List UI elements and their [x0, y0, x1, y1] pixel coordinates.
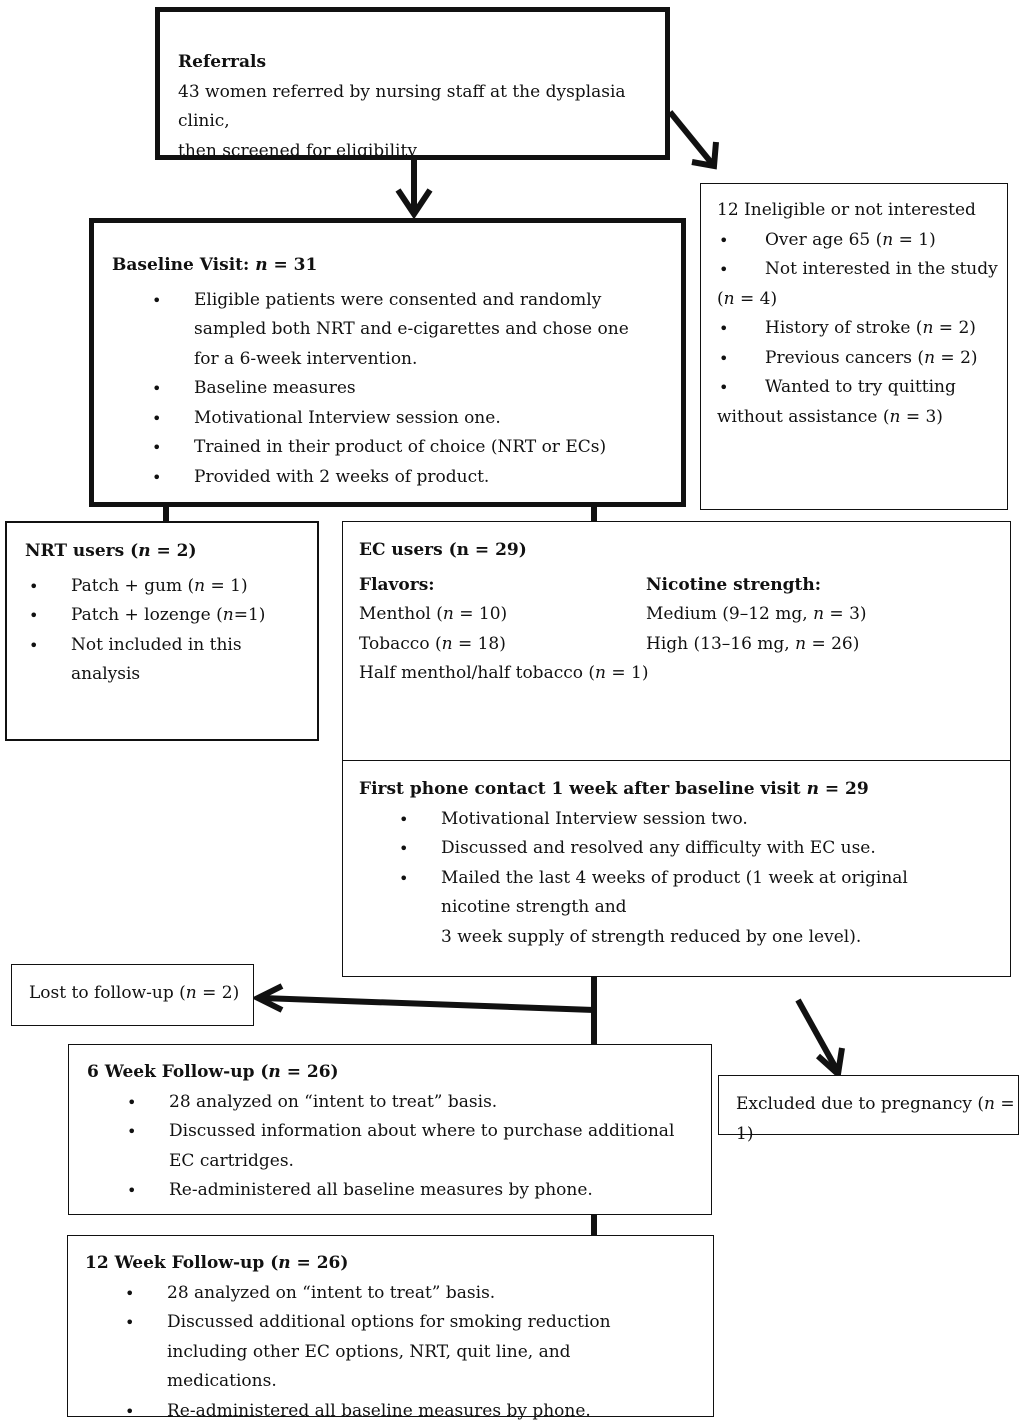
- referrals-title: Referrals: [178, 48, 665, 78]
- ineligible-wrap-line: (n = 4): [717, 285, 999, 315]
- ec-flavor: Tobacco (n = 18): [359, 630, 646, 660]
- followup-item: Discussed additional options for smoking…: [85, 1308, 683, 1397]
- ineligible-item: Not interested in the study: [717, 255, 999, 285]
- followup-12week-list: 28 analyzed on “intent to treat” basis. …: [85, 1279, 683, 1426]
- ineligible-list-2: History of stroke (n = 2) Previous cance…: [717, 314, 999, 403]
- ec-strength-heading: Nicotine strength:: [646, 571, 867, 601]
- ineligible-item: Wanted to try quitting: [717, 373, 999, 403]
- ineligible-item: History of stroke (n = 2): [717, 314, 999, 344]
- ec-strength: Medium (9–12 mg, n = 3): [646, 600, 867, 630]
- followup-item: 28 analyzed on “intent to treat” basis.: [87, 1088, 681, 1118]
- ineligible-list: Over age 65 (n = 1) Not interested in th…: [717, 226, 999, 285]
- baseline-box: Baseline Visit: n = 31 Eligible patients…: [89, 218, 686, 507]
- ec-flavors-heading: Flavors:: [359, 571, 646, 601]
- ec-flavors-column: Flavors: Menthol (n = 10) Tobacco (n = 1…: [359, 571, 646, 689]
- excluded-box: Excluded due to pregnancy (n = 1): [718, 1075, 1019, 1135]
- baseline-item: Provided with 2 weeks of product.: [112, 463, 651, 493]
- ec-flavor: Half menthol/half tobacco (n = 1): [359, 659, 646, 689]
- followup-12week-box: 12 Week Follow-up (n = 26) 28 analyzed o…: [67, 1235, 714, 1417]
- baseline-item: Baseline measures: [112, 374, 651, 404]
- baseline-title: Baseline Visit: n = 31: [112, 251, 651, 281]
- referrals-line-1: 43 women referred by nursing staff at th…: [178, 78, 665, 137]
- nrt-item: Patch + lozenge (n=1): [25, 601, 311, 631]
- phone-item: Mailed the last 4 weeks of product (1 we…: [359, 864, 954, 923]
- referrals-line-2: then screened for eligibility: [178, 137, 665, 167]
- connector-lost: [262, 998, 594, 1010]
- followup-12week-title: 12 Week Follow-up (n = 26): [85, 1249, 683, 1279]
- nrt-item: Patch + gum (n = 1): [25, 572, 311, 602]
- followup-item: 28 analyzed on “intent to treat” basis.: [85, 1279, 683, 1309]
- phone-continuation: 3 week supply of strength reduced by one…: [359, 923, 954, 953]
- ineligible-item: Over age 65 (n = 1): [717, 226, 999, 256]
- baseline-item: Eligible patients were consented and ran…: [112, 286, 651, 375]
- ec-strength: High (13–16 mg, n = 26): [646, 630, 867, 660]
- ec-box: EC users (n = 29) Flavors: Menthol (n = …: [342, 521, 1011, 762]
- baseline-item: Trained in their product of choice (NRT …: [112, 433, 651, 463]
- nrt-item: Not included in this analysis: [25, 631, 311, 690]
- followup-item: Discussed information about where to pur…: [87, 1117, 681, 1176]
- nrt-title: NRT users (n = 2): [25, 537, 311, 567]
- baseline-item: Motivational Interview session one.: [112, 404, 651, 434]
- connector-referrals-ineligible: [670, 112, 714, 166]
- nrt-list: Patch + gum (n = 1) Patch + lozenge (n=1…: [25, 572, 311, 690]
- followup-6week-box: 6 Week Follow-up (n = 26) 28 analyzed on…: [68, 1044, 712, 1215]
- phone-contact-box: First phone contact 1 week after baselin…: [342, 760, 1011, 977]
- followup-6week-title: 6 Week Follow-up (n = 26): [87, 1058, 681, 1088]
- followup-6week-list: 28 analyzed on “intent to treat” basis. …: [87, 1088, 681, 1206]
- lost-followup-box: Lost to follow-up (n = 2): [11, 964, 254, 1026]
- phone-contact-list: Motivational Interview session two. Disc…: [359, 805, 954, 923]
- followup-item: Re-administered all baseline measures by…: [87, 1176, 681, 1206]
- referrals-box: Referrals 43 women referred by nursing s…: [155, 7, 670, 160]
- ineligible-box: 12 Ineligible or not interested Over age…: [700, 183, 1008, 510]
- ineligible-item: Previous cancers (n = 2): [717, 344, 999, 374]
- ec-title: EC users (n = 29): [359, 536, 1000, 566]
- baseline-list: Eligible patients were consented and ran…: [112, 286, 651, 493]
- nrt-box: NRT users (n = 2) Patch + gum (n = 1) Pa…: [5, 521, 319, 741]
- ineligible-wrap-line-2: without assistance (n = 3): [717, 403, 999, 433]
- phone-item: Motivational Interview session two.: [359, 805, 954, 835]
- ineligible-title: 12 Ineligible or not interested: [717, 196, 999, 226]
- ec-flavor: Menthol (n = 10): [359, 600, 646, 630]
- connector-excluded: [798, 1000, 838, 1072]
- phone-contact-title: First phone contact 1 week after baselin…: [359, 775, 954, 805]
- ec-strength-column: Nicotine strength: Medium (9–12 mg, n = …: [646, 571, 867, 689]
- phone-item: Discussed and resolved any difficulty wi…: [359, 834, 954, 864]
